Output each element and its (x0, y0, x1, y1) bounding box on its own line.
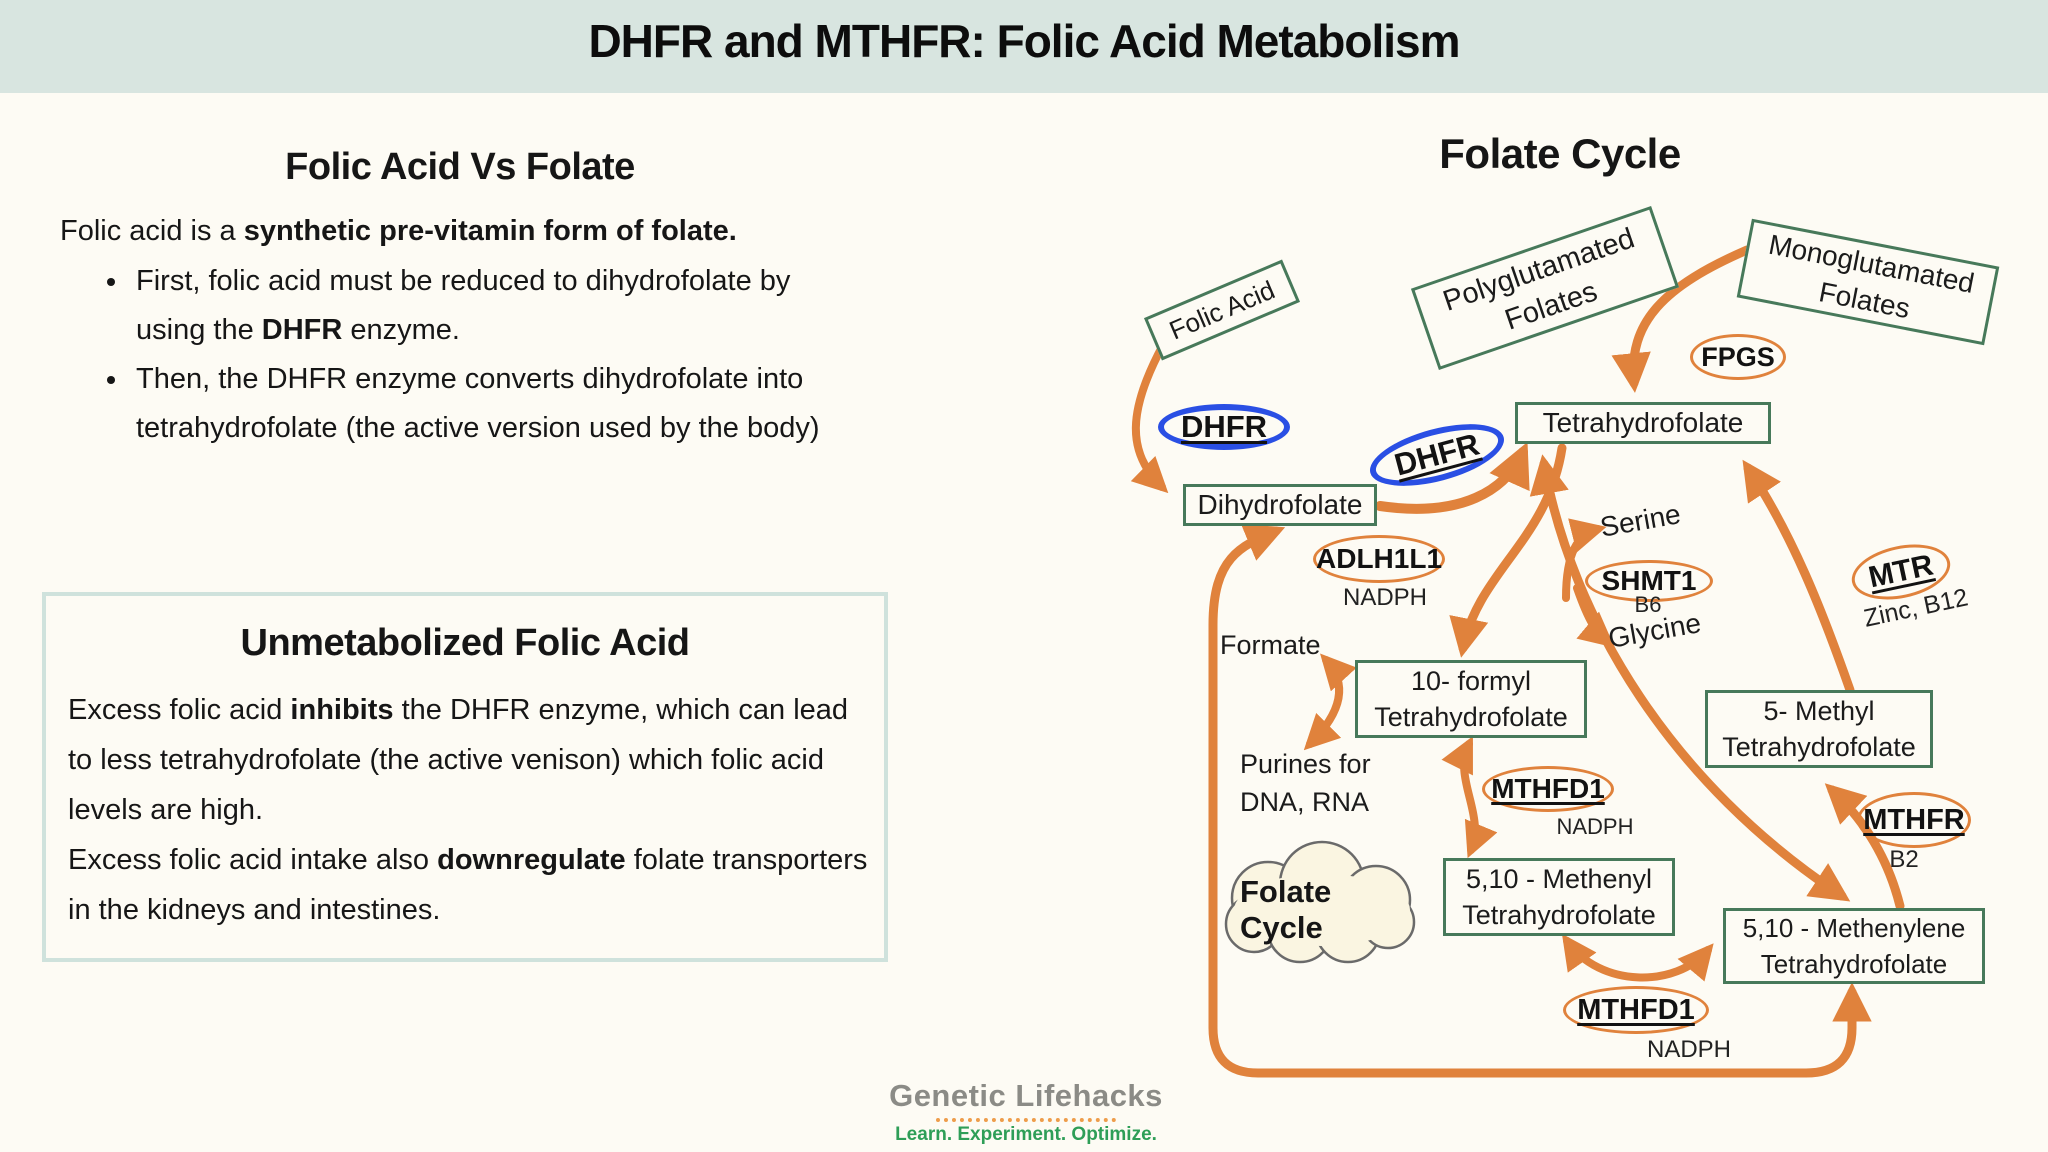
cofactor-b2: B2 (1889, 846, 1919, 873)
enzyme-mthfr: MTHFR (1857, 792, 1971, 848)
enzyme-mthfd1-b: MTHFD1 (1563, 986, 1709, 1034)
diagram-title: Folate Cycle (1439, 130, 1681, 177)
bullet-bold: DHFR (261, 314, 343, 346)
node-tetrahydrofolate: Tetrahydrofolate (1515, 402, 1771, 444)
arrow-cycle-loop (1208, 524, 1872, 1078)
node-10-formyl-thf: 10- formyl Tetrahydrofolate (1355, 660, 1587, 738)
folate-cycle-cloud-label: Folate Cycle (1240, 874, 1332, 945)
section2-heading: Unmetabolized Folic Acid (240, 622, 690, 664)
metabolite-purines: Purines for DNA, RNA (1240, 749, 1371, 817)
bullet-text: Then, the DHFR enzyme converts dihydrofo… (136, 363, 820, 444)
node-5-methyl-thf: 5- Methyl Tetrahydrofolate (1705, 690, 1933, 768)
bullet-item: Then, the DHFR enzyme converts dihydrofo… (130, 355, 860, 453)
enzyme-label: FPGS (1701, 341, 1775, 372)
logo-tagline: Learn. Experiment. Optimize. (895, 1124, 1157, 1145)
enzyme-fpgs: FPGS (1690, 334, 1786, 380)
cofactor-nadph-2: NADPH (1556, 814, 1634, 839)
unmetabolized-folic-acid-box: Unmetabolized Folic Acid Excess folic ac… (42, 592, 888, 962)
arrow-methyl-to-thf (1742, 459, 1855, 695)
arrow-methenyl-methenylene (1561, 933, 1714, 982)
arrow-formyl-methenyl (1441, 736, 1498, 859)
node-510-methenylene-thf: 5,10 - Methenylene Tetrahydrofolate (1723, 908, 1985, 984)
node-510-methenyl-thf: 5,10 - Methenyl Tetrahydrofolate (1443, 858, 1675, 936)
p2-text: folate transporters in the kidneys and i… (68, 844, 868, 926)
bullet-text: enzyme. (342, 314, 460, 346)
enzyme-dhfr-1: DHFR (1158, 404, 1290, 450)
p1-bold: inhibits (290, 694, 394, 726)
arrow-methenylene-to-methyl (1824, 783, 1905, 911)
enzyme-mthfd1-a: MTHFD1 (1482, 766, 1614, 812)
cofactor-nadph-3: NADPH (1646, 1036, 1731, 1063)
enzyme-label: ADLH1L1 (1316, 543, 1443, 574)
logo-name: Genetic Lifehacks (889, 1078, 1163, 1113)
section1-bullets: First, folic acid must be reduced to dih… (60, 257, 860, 453)
p1-text: the DHFR enzyme, which can lead to less … (68, 694, 849, 826)
enzyme-label: MTHFR (1863, 803, 1965, 836)
p2-bold: downregulate (437, 844, 626, 876)
section2-paragraph2: Excess folic acid intake also downregula… (68, 835, 874, 935)
p2-text: Excess folic acid intake also (68, 844, 438, 876)
p1-text: Excess folic acid (68, 694, 291, 726)
section2-paragraph1: Excess folic acid inhibits the DHFR enzy… (68, 685, 874, 835)
intro-text: Folic acid is a (60, 215, 244, 247)
section1-intro: Folic acid is a synthetic pre-vitamin fo… (60, 207, 860, 255)
enzyme-label: MTR (1865, 548, 1937, 595)
enzyme-adlh1l1: ADLH1L1 (1313, 535, 1445, 583)
page-title: DHFR and MTHFR: Folic Acid Metabolism (588, 15, 1460, 67)
arrow-folicacid-to-dihydrofolate (1130, 341, 1169, 494)
enzyme-label: DHFR (1180, 409, 1268, 444)
node-dihydrofolate: Dihydrofolate (1183, 484, 1377, 526)
arrow-shmt1-bidirectional (1529, 454, 1851, 902)
arrow-dihydrofolate-to-thf (1375, 441, 1530, 514)
cofactor-nadph-1: NADPH (1342, 584, 1427, 611)
left-column: Folic Acid Vs Folate Folic acid is a syn… (60, 146, 860, 453)
bullet-item: First, folic acid must be reduced to dih… (130, 257, 860, 355)
title-bar: DHFR and MTHFR: Folic Acid Metabolism (0, 0, 2048, 93)
logo-dotted-divider (936, 1118, 1116, 1122)
arrow-formate-purines (1303, 653, 1357, 751)
intro-bold-text: synthetic pre-vitamin form of folate. (243, 215, 737, 247)
enzyme-label: MTHFD1 (1577, 993, 1695, 1026)
enzyme-label: MTHFD1 (1491, 773, 1605, 804)
arrow-to-glycine (1573, 584, 1615, 648)
metabolite-formate: Formate (1220, 630, 1321, 660)
genetic-lifehacks-logo: Genetic Lifehacks Learn. Experiment. Opt… (880, 1078, 1172, 1146)
bullet-text: First, folic acid must be reduced to dih… (136, 265, 791, 346)
arrow-to-serine (1562, 518, 1607, 602)
arrow-mono-to-thf (1611, 245, 1752, 393)
section1-heading: Folic Acid Vs Folate (285, 146, 635, 188)
